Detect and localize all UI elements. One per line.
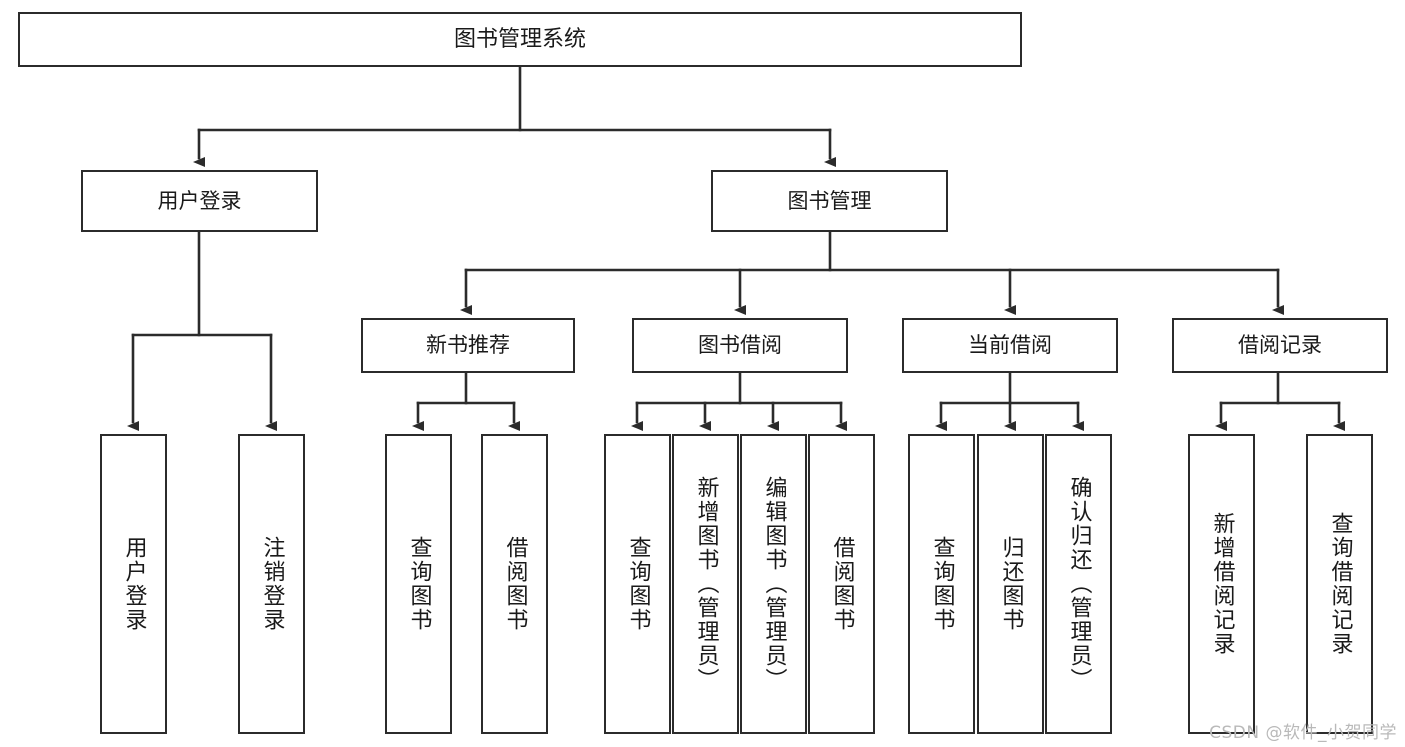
leaf-borrow-book-recommend[interactable]: 借阅图书: [481, 434, 548, 734]
node-new-book-recommend[interactable]: 新书推荐: [361, 318, 575, 373]
leaf-logout[interactable]: 注销登录: [238, 434, 305, 734]
node-current-borrow[interactable]: 当前借阅: [902, 318, 1118, 373]
node-root-label: 图书管理系统: [453, 26, 586, 52]
leaf-add-borrow-record[interactable]: 新增借阅记录: [1188, 434, 1255, 734]
leaf-query-book-borrow[interactable]: 查询图书: [604, 434, 671, 734]
leaf-add-borrow-record-label: 新增借阅记录: [1209, 512, 1235, 656]
leaf-query-book-recommend[interactable]: 查询图书: [385, 434, 452, 734]
leaf-query-book-current[interactable]: 查询图书: [908, 434, 975, 734]
node-new-book-recommend-label: 新书推荐: [426, 333, 510, 358]
leaf-query-borrow-record-label: 查询借阅记录: [1327, 512, 1353, 656]
node-book-borrow[interactable]: 图书借阅: [632, 318, 848, 373]
leaf-query-borrow-record[interactable]: 查询借阅记录: [1306, 434, 1373, 734]
leaf-confirm-return-admin[interactable]: 确认归还（管理员）: [1045, 434, 1112, 734]
node-book-management[interactable]: 图书管理: [711, 170, 948, 232]
leaf-query-book-borrow-label: 查询图书: [625, 536, 651, 632]
leaf-return-book-label: 归还图书: [998, 536, 1024, 632]
node-book-borrow-label: 图书借阅: [698, 333, 782, 358]
leaf-query-book-recommend-label: 查询图书: [406, 536, 432, 632]
node-borrow-record[interactable]: 借阅记录: [1172, 318, 1388, 373]
node-user-login-label: 用户登录: [157, 188, 242, 213]
node-borrow-record-label: 借阅记录: [1238, 333, 1322, 358]
leaf-edit-book-admin[interactable]: 编辑图书（管理员）: [740, 434, 807, 734]
leaf-add-book-admin-label: 新增图书（管理员）: [693, 476, 719, 692]
leaf-user-login[interactable]: 用户登录: [100, 434, 167, 734]
node-current-borrow-label: 当前借阅: [968, 333, 1052, 358]
leaf-borrow-book-recommend-label: 借阅图书: [502, 536, 528, 632]
leaf-return-book[interactable]: 归还图书: [977, 434, 1044, 734]
leaf-borrow-book-label: 借阅图书: [829, 536, 855, 632]
leaf-user-login-label: 用户登录: [121, 536, 147, 632]
node-book-management-label: 图书管理: [787, 188, 872, 213]
leaf-add-book-admin[interactable]: 新增图书（管理员）: [672, 434, 739, 734]
leaf-query-book-current-label: 查询图书: [929, 536, 955, 632]
csdn-watermark: CSDN @软件_小贺同学: [1209, 723, 1397, 743]
node-user-login[interactable]: 用户登录: [81, 170, 318, 232]
leaf-confirm-return-admin-label: 确认归还（管理员）: [1066, 476, 1092, 692]
leaf-edit-book-admin-label: 编辑图书（管理员）: [761, 476, 787, 692]
leaf-logout-label: 注销登录: [259, 536, 285, 632]
leaf-borrow-book[interactable]: 借阅图书: [808, 434, 875, 734]
node-root[interactable]: 图书管理系统: [18, 12, 1022, 67]
